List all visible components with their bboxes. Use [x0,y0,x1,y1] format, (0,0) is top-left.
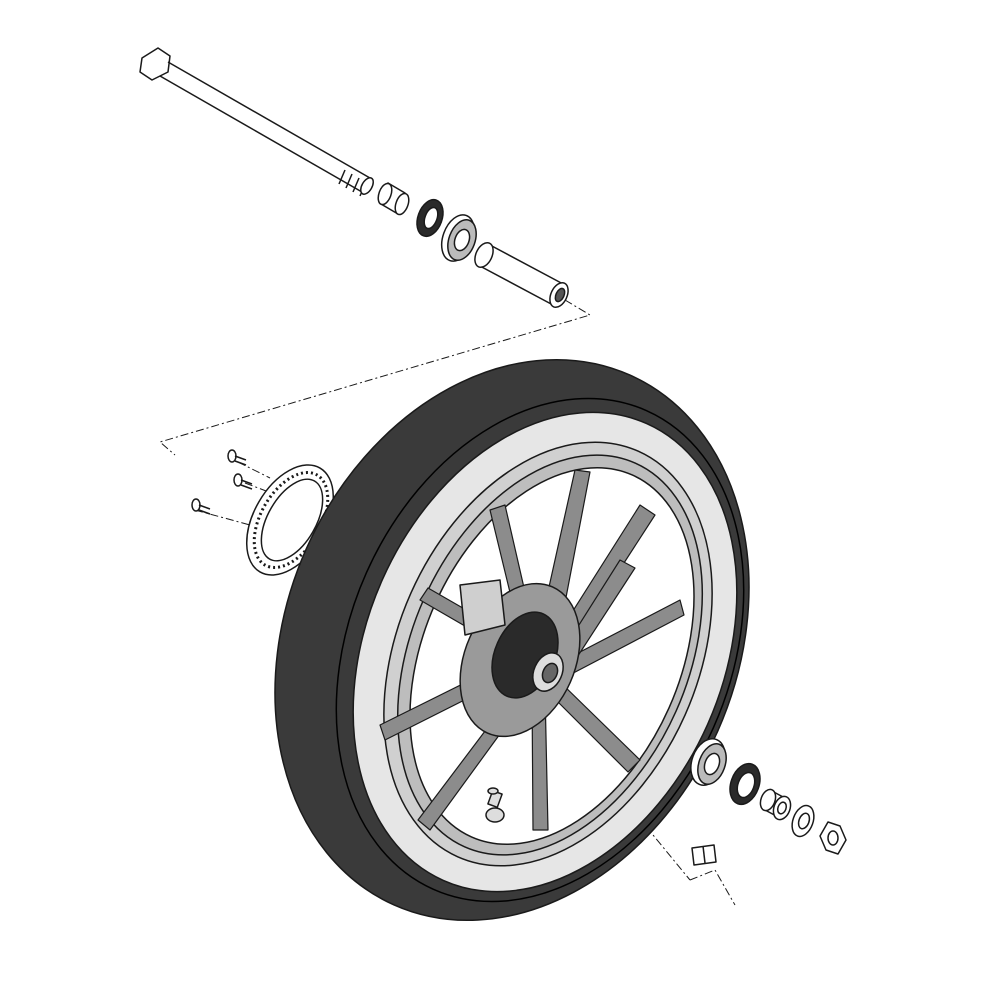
right-seal [729,762,761,806]
abs-bolt [191,498,211,515]
left-spacer [377,182,410,216]
brake-disc-mount [459,579,506,636]
abs-bolt [227,449,247,466]
washer [791,804,815,838]
axle [139,47,374,197]
left-bearing [440,214,477,262]
axle-nut [819,821,847,855]
abs-bolt [233,473,253,490]
hub [459,579,581,738]
right-bearing [690,738,727,786]
left-seal [416,198,444,238]
balance-weight [691,844,717,866]
right-spacer [759,788,792,821]
distance-tube [474,241,569,309]
tire-valve [485,787,505,823]
